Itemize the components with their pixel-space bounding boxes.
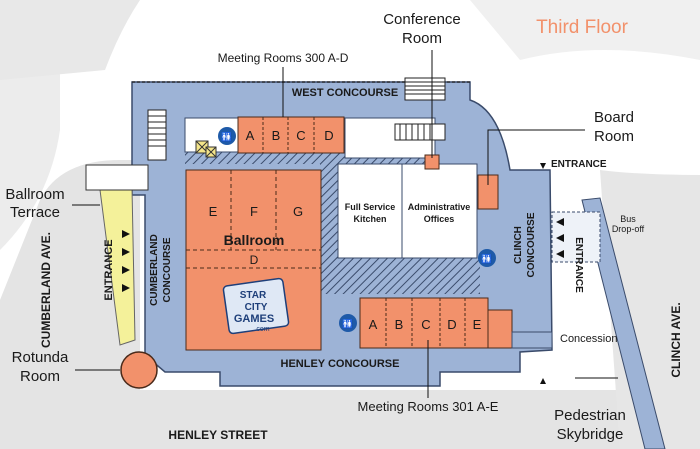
cumberland-concourse-label-1: CUMBERLAND: [149, 234, 160, 306]
stairs-mid: [394, 123, 446, 141]
meeting-rooms-300-label: Meeting Rooms 300 A-D: [218, 51, 349, 65]
room-300-d: D: [324, 128, 333, 143]
svg-text:🚻: 🚻: [221, 131, 232, 142]
bus-drop-off-label-1: Bus: [620, 214, 636, 224]
street-clinch: [600, 170, 700, 449]
room-301-c: C: [421, 317, 430, 332]
svg-text:CITY: CITY: [245, 302, 268, 313]
hatched-corridor-low: [320, 258, 480, 294]
restroom-icon: 🚻: [478, 249, 496, 267]
floor-title: Third Floor: [536, 17, 629, 38]
ballroom-section-g: G: [293, 204, 303, 219]
conference-room-label-1: Conference: [383, 11, 461, 28]
ballroom-section-d: D: [250, 253, 259, 267]
street-top-left: [0, 0, 140, 80]
meeting-rooms-301-label: Meeting Rooms 301 A-E: [358, 399, 499, 414]
right-entrance-label: ENTRANCE: [573, 237, 584, 293]
restroom-icon: 🚻: [339, 314, 357, 332]
svg-text:Offices: Offices: [424, 214, 455, 224]
clinch-ave-label: CLINCH AVE.: [669, 302, 683, 377]
west-concourse-label: WEST CONCOURSE: [292, 87, 398, 99]
rotunda-label-1: Rotunda: [12, 349, 69, 366]
ballroom-section-f: F: [250, 204, 258, 219]
henley-concourse-label: HENLEY CONCOURSE: [281, 358, 400, 370]
ballroom-terrace-label-1: Ballroom: [5, 186, 64, 203]
star-city-games-logo: STAR CITY GAMES .com: [222, 277, 290, 335]
svg-text:Administrative: Administrative: [408, 202, 471, 212]
clinch-concourse-label-2: CONCOURSE: [526, 212, 537, 277]
street-top-right: [470, 0, 700, 60]
west-entrance-label: ENTRANCE: [103, 239, 115, 300]
ballroom-label: Ballroom: [224, 232, 285, 248]
concession-stand: [511, 331, 553, 349]
stairs-top: [404, 77, 446, 101]
terrace-building: [85, 164, 149, 191]
board-room-label-2: Room: [594, 128, 634, 145]
rotunda-label-2: Room: [20, 368, 60, 385]
svg-text:GAMES: GAMES: [234, 313, 274, 325]
pedestrian-skybridge: [581, 197, 666, 449]
svg-text:Kitchen: Kitchen: [353, 214, 386, 224]
room-300-b: B: [272, 128, 281, 143]
bus-drop-off-label-2: Drop-off: [612, 224, 645, 234]
cumberland-ave-label: CUMBERLAND AVE.: [39, 232, 53, 348]
concession-label: Concession: [560, 333, 617, 345]
room-301-e: E: [473, 317, 482, 332]
east-entrance-arrows: [540, 163, 564, 384]
svg-text:STAR: STAR: [240, 290, 267, 301]
room-301-d: D: [447, 317, 456, 332]
stairs-left: [147, 109, 167, 161]
administrative-offices: Administrative Offices: [401, 163, 478, 259]
meeting-rooms-300: A B C D: [237, 116, 345, 154]
ballroom-terrace-label-2: Terrace: [10, 204, 60, 221]
room-301-a: A: [369, 317, 378, 332]
rotunda-room: [120, 351, 158, 389]
room-300-a: A: [246, 128, 255, 143]
meeting-rooms-301: A B C D E: [359, 297, 513, 349]
room-301-b: B: [395, 317, 404, 332]
svg-text:🚻: 🚻: [481, 253, 492, 264]
henley-street-label: HENLEY STREET: [168, 428, 268, 442]
kitchen: Full Service Kitchen: [337, 163, 403, 259]
svg-text:🚻: 🚻: [342, 318, 353, 329]
svg-text:.com: .com: [254, 326, 269, 333]
street-henley: [110, 390, 700, 449]
board-room-label-1: Board: [594, 109, 634, 126]
ballroom-section-e: E: [209, 204, 218, 219]
restroom-icon: 🚻: [218, 127, 236, 145]
utility-marks: [195, 140, 217, 158]
svg-text:Full Service: Full Service: [345, 202, 396, 212]
top-right-entrance-label: ENTRANCE: [551, 159, 607, 170]
west-entrance-arrows: [122, 230, 130, 292]
cumberland-concourse-label-2: CONCOURSE: [162, 237, 173, 302]
room-300-c: C: [296, 128, 305, 143]
pedestrian-skybridge-label-2: Skybridge: [557, 426, 624, 443]
pedestrian-skybridge-label-1: Pedestrian: [554, 407, 626, 424]
board-room-leader: [487, 129, 585, 185]
conference-room-label-2: Room: [402, 30, 442, 47]
clinch-concourse-label-1: CLINCH: [513, 226, 524, 264]
